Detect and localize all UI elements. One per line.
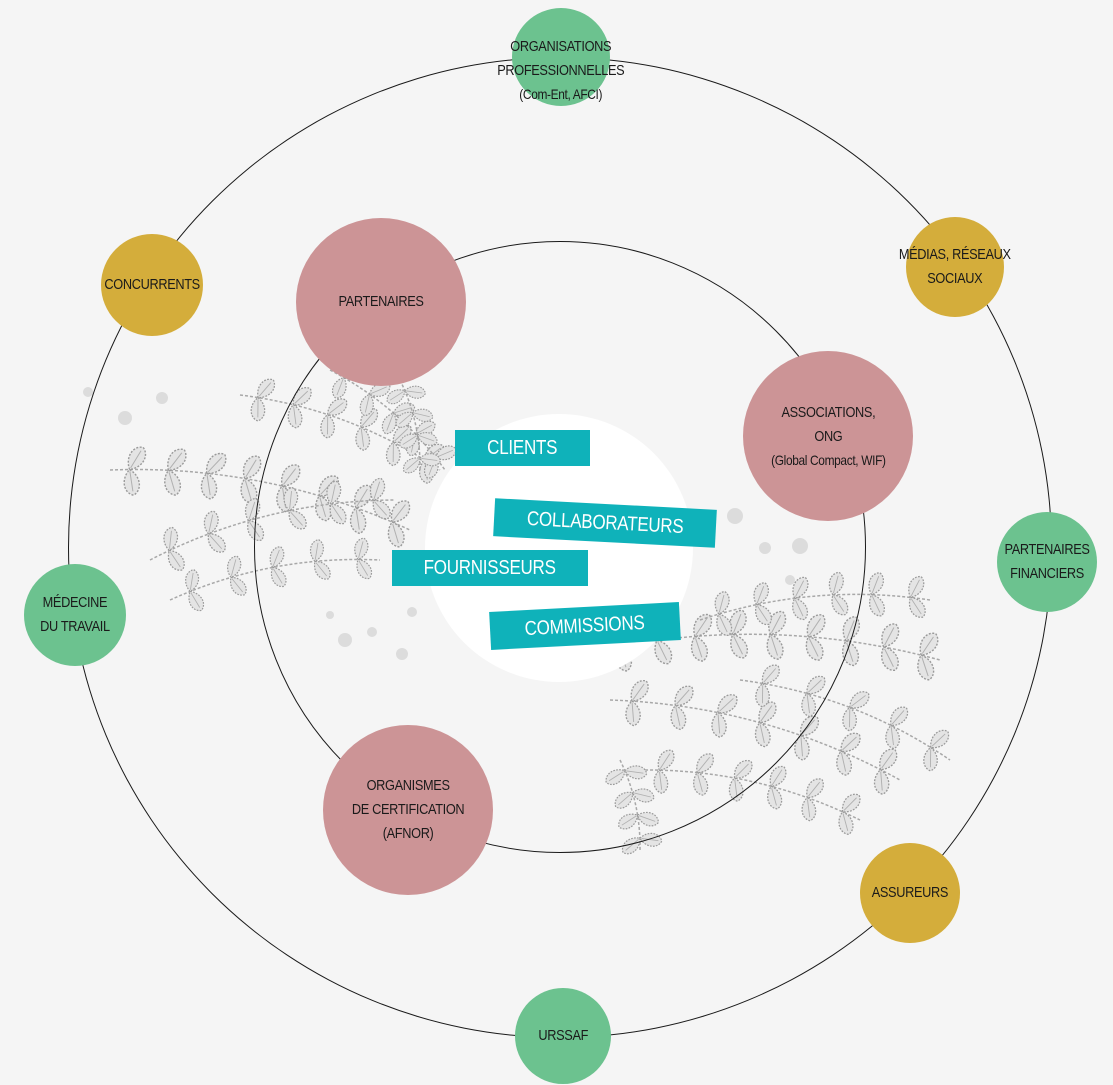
tag-clients: CLIENTS — [455, 430, 590, 466]
node-assureurs: ASSUREURS — [860, 843, 960, 943]
node-medecine-du-travail: MÉDECINE DU TRAVAIL — [24, 564, 126, 666]
node-label: FINANCIERS — [1010, 565, 1084, 582]
node-label: (Com-Ent, AFCI) — [519, 85, 603, 102]
node-label: PARTENAIRES — [1004, 541, 1090, 558]
node-organismes-certification: ORGANISMES DE CERTIFICATION (AFNOR) — [323, 725, 493, 895]
node-organisations-professionnelles: ORGANISATIONS PROFESSIONNELLES (Com-Ent,… — [497, 8, 625, 106]
inner-ring — [254, 241, 866, 853]
node-label: (AFNOR) — [382, 825, 434, 842]
node-concurrents: CONCURRENTS — [101, 234, 203, 336]
node-label: CONCURRENTS — [104, 276, 200, 293]
node-label: DU TRAVAIL — [40, 618, 110, 635]
node-label: MÉDECINE — [42, 594, 108, 611]
node-medias-reseaux-sociaux: MÉDIAS, RÉSEAUX SOCIAUX — [899, 217, 1011, 317]
node-label: ONG — [813, 427, 843, 445]
node-label: ASSOCIATIONS, — [781, 403, 875, 421]
node-label: URSSAF — [538, 1027, 588, 1044]
node-label: PARTENAIRES — [338, 293, 424, 310]
node-label: ORGANISMES — [366, 777, 450, 794]
tag-fournisseurs: FOURNISSEURS — [392, 550, 588, 586]
node-label: (Global Compact, WIF) — [770, 451, 886, 468]
node-label: MÉDIAS, RÉSEAUX — [899, 246, 1011, 263]
node-associations-ong: ASSOCIATIONS, ONG (Global Compact, WIF) — [743, 351, 913, 521]
node-label: SOCIAUX — [927, 270, 983, 287]
node-urssaf: URSSAF — [515, 988, 611, 1084]
node-partenaires-financiers: PARTENAIRES FINANCIERS — [997, 512, 1097, 612]
node-partenaires: PARTENAIRES — [296, 218, 466, 386]
node-label: PROFESSIONNELLES — [497, 61, 625, 79]
node-label: ASSUREURS — [871, 884, 949, 901]
node-label: ORGANISATIONS — [510, 37, 612, 55]
node-label: DE CERTIFICATION — [351, 801, 465, 818]
